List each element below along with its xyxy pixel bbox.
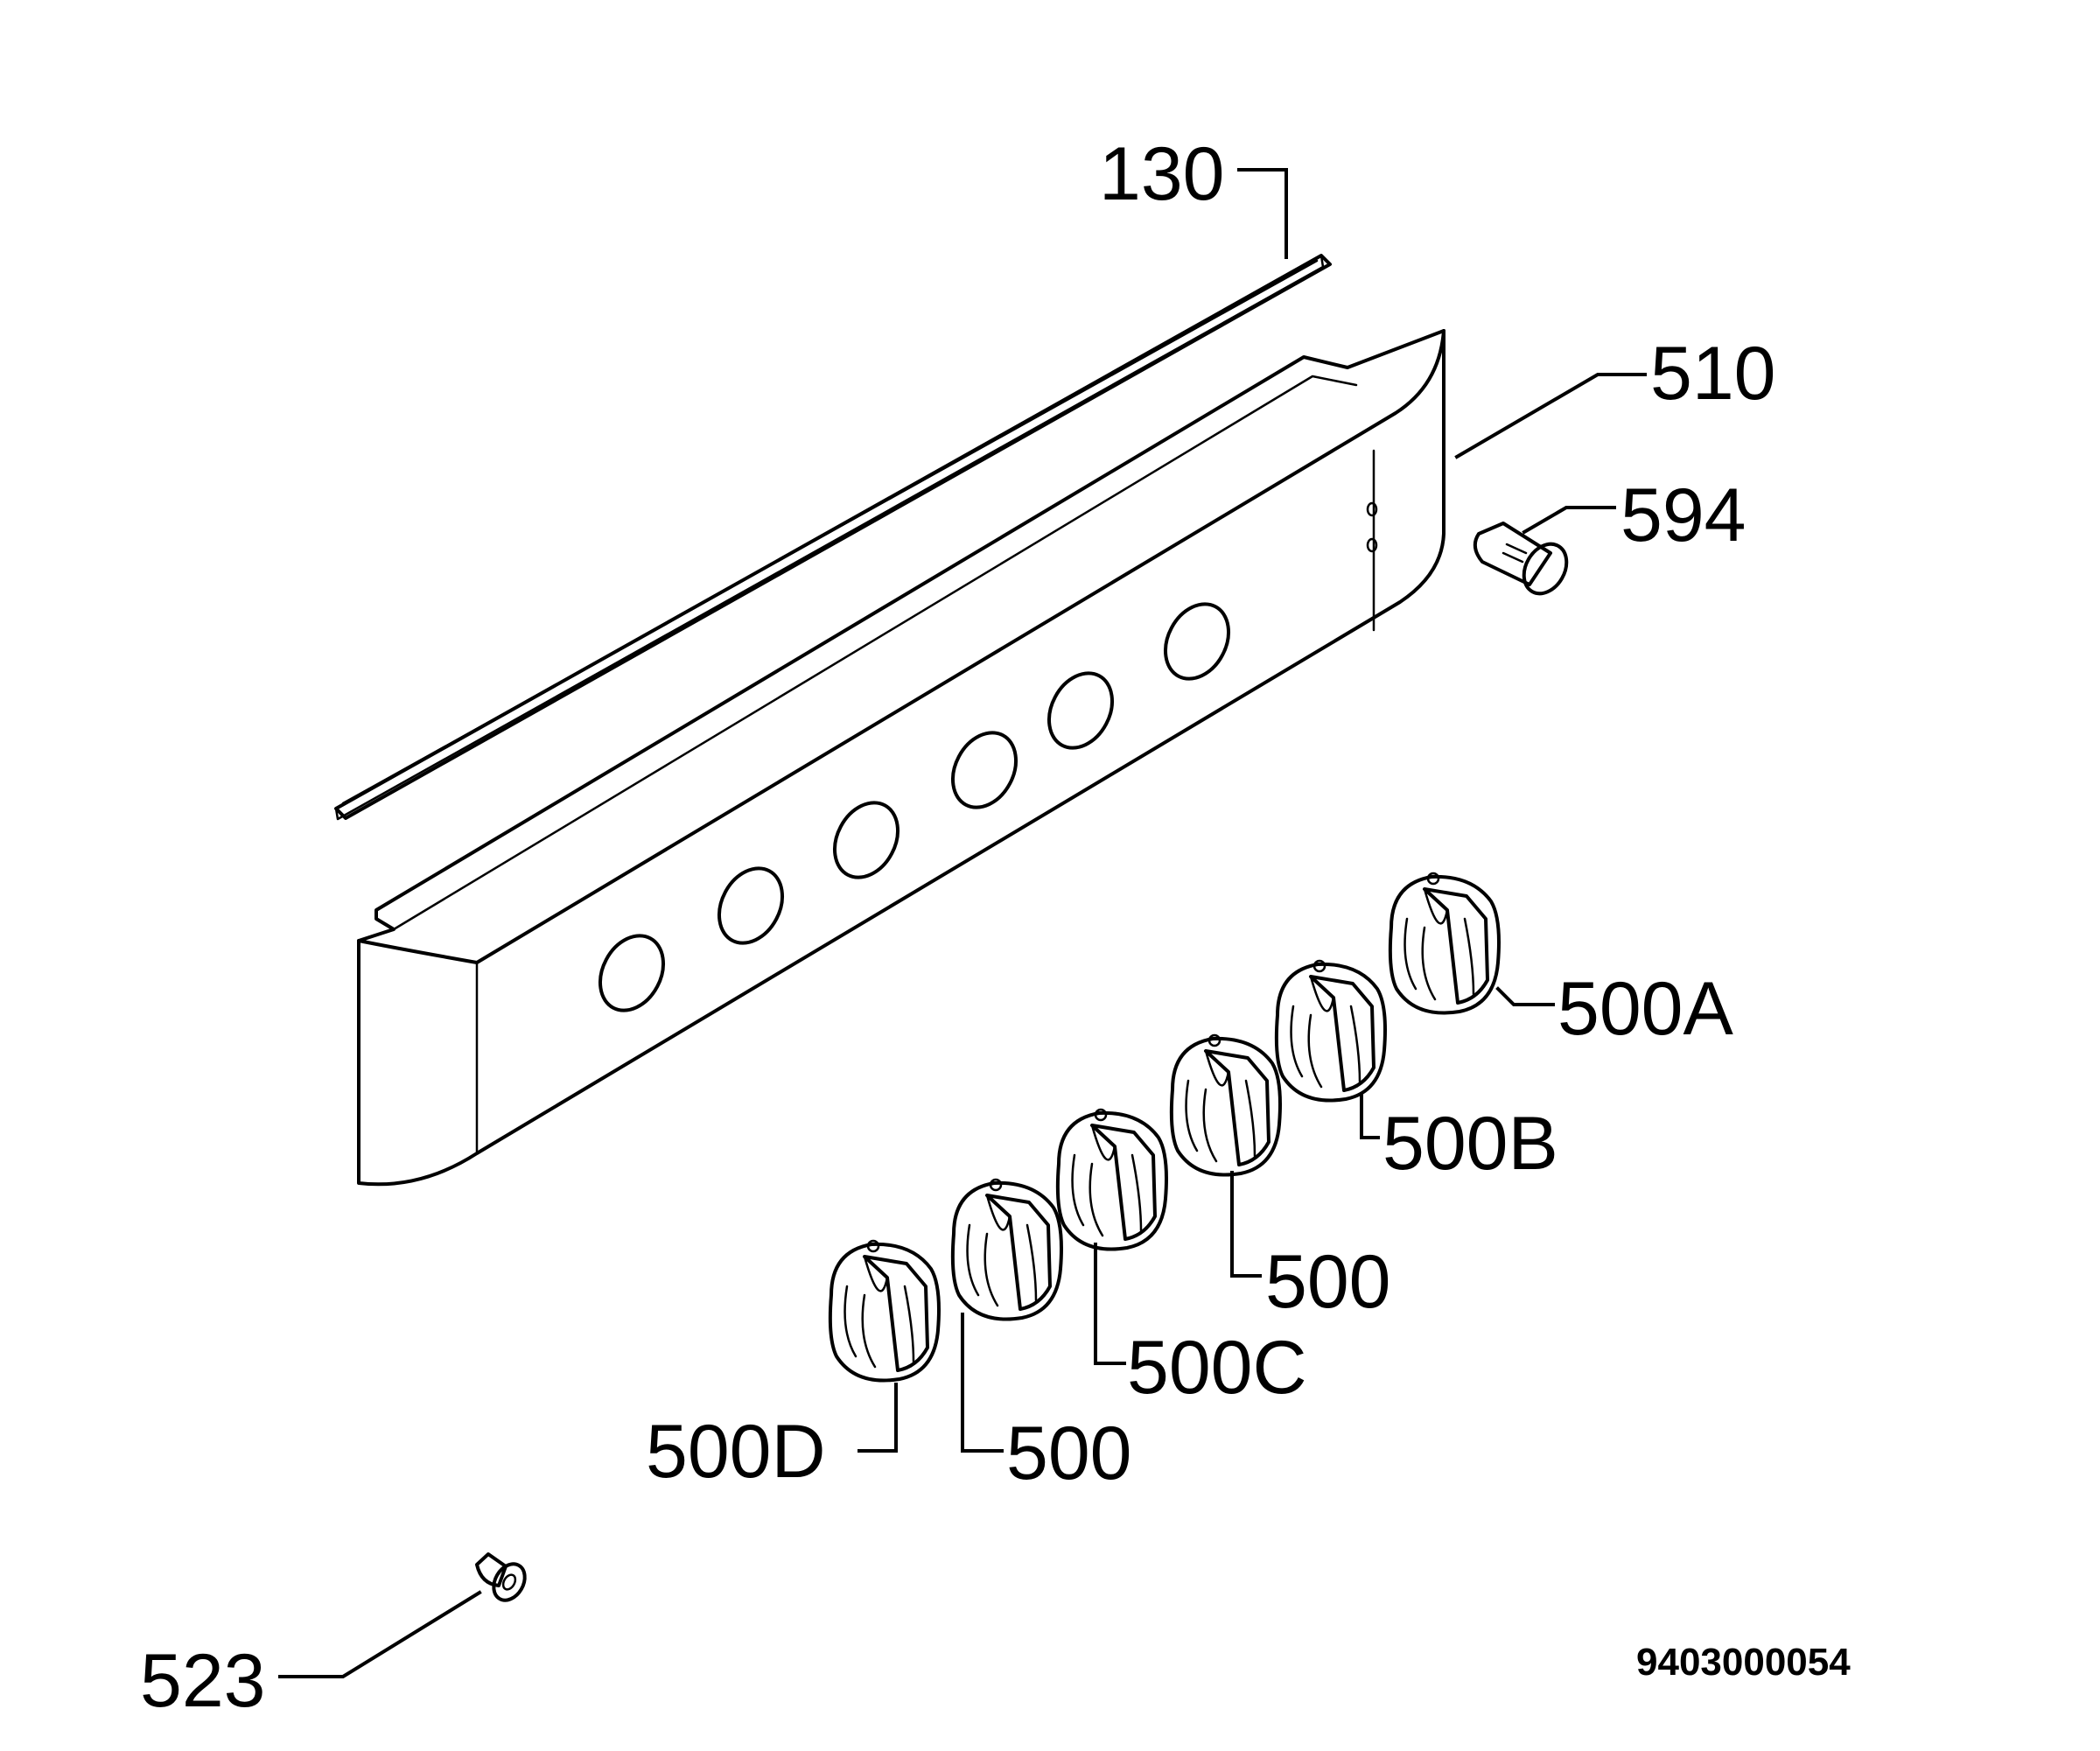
indicator-lamp-594: [1473, 522, 1569, 596]
knob-500d: [828, 1239, 941, 1383]
label-500b: 500B: [1382, 1102, 1558, 1186]
label-500-lower: 500: [1006, 1411, 1132, 1495]
control-panel-510: [357, 329, 1446, 1187]
knob-500c: [1055, 1108, 1168, 1251]
screw-523: [475, 1552, 527, 1602]
label-500a: 500A: [1558, 967, 1733, 1051]
knob-500-lower: [950, 1178, 1063, 1321]
label-130: 130: [1099, 132, 1225, 216]
drawing-number: 9403000054: [1636, 1641, 1851, 1684]
label-510: 510: [1650, 332, 1776, 416]
knob-500a: [1388, 872, 1501, 1015]
knob-holes: [598, 602, 1230, 1012]
leader-lines: [278, 168, 1647, 1678]
label-500d: 500D: [646, 1410, 826, 1494]
label-594: 594: [1620, 473, 1746, 557]
label-500c: 500C: [1127, 1326, 1307, 1410]
trim-strip-130: [334, 254, 1332, 821]
knob-500-upper: [1169, 1033, 1282, 1177]
knob-500b: [1274, 959, 1387, 1103]
label-500-upper: 500: [1265, 1240, 1391, 1324]
part-labels: 130 510 594 500A 500B 500 500C 500 500D …: [140, 132, 1851, 1723]
label-523: 523: [140, 1639, 266, 1723]
